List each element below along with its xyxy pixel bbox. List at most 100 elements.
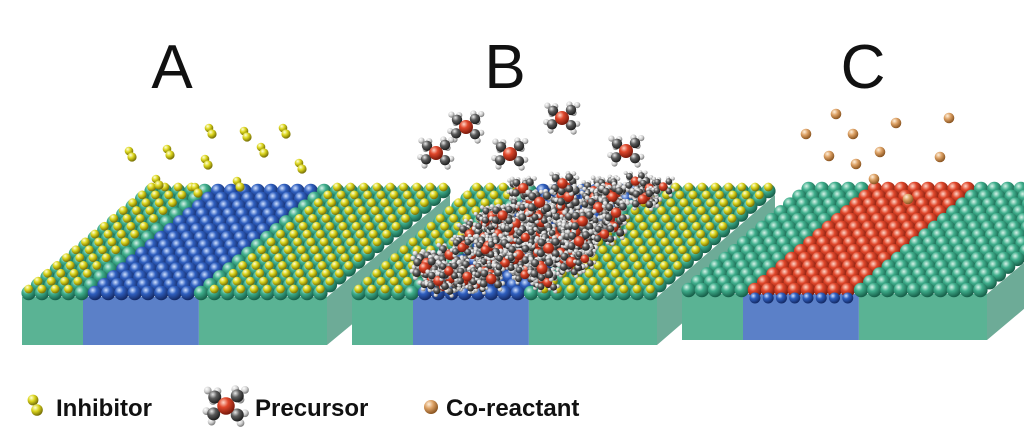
adsorbed-inhibitor (37, 284, 47, 294)
ligand-atom (594, 225, 602, 233)
adsorbed-inhibitor (99, 221, 109, 231)
adsorbed-inhibitor (79, 261, 88, 270)
adsorbed-inhibitor (228, 268, 238, 278)
adsorbed-inhibitor (173, 182, 183, 192)
adsorbed-inhibitor (687, 237, 696, 247)
precursor-molecule (556, 249, 586, 275)
adsorbed-inhibitor (325, 221, 335, 231)
hydrogen-atom (592, 248, 597, 253)
adsorbed-inhibitor (391, 221, 401, 231)
hydrogen-atom (498, 233, 504, 239)
precursor-molecule (493, 252, 518, 274)
adsorbed-inhibitor (33, 276, 43, 286)
ligand-atom (475, 222, 483, 230)
adsorbed-inhibitor (367, 284, 377, 294)
ligand-atom (602, 187, 610, 196)
adsorbed-inhibitor (118, 206, 128, 215)
ligand-atom (476, 241, 483, 249)
inhibitor-atom (242, 132, 252, 142)
adsorbed-inhibitor (718, 221, 728, 231)
adsorbed-inhibitor (289, 229, 299, 239)
adsorbed-inhibitor (444, 206, 454, 215)
adsorbed-inhibitor (397, 206, 407, 215)
ligand-atom (581, 242, 590, 251)
adsorbed-inhibitor (489, 190, 499, 200)
inhibitor-molecule (162, 144, 175, 160)
adsorbed-inhibitor (363, 276, 373, 286)
ligand-atom (464, 248, 472, 256)
growth-area-atom (789, 292, 801, 304)
ligand-atom (486, 262, 494, 270)
co-reactant-icon (424, 400, 438, 414)
adsorbed-inhibitor (98, 245, 107, 255)
inhibitor-molecule (239, 126, 252, 142)
adsorbed-inhibitor (390, 253, 400, 263)
growth-area-atom (775, 292, 787, 304)
adsorbed-inhibitor (209, 284, 219, 294)
growth-area-atom (749, 292, 761, 304)
adsorbed-inhibitor (279, 237, 289, 247)
adsorbed-inhibitor (763, 182, 773, 192)
adsorbed-inhibitor (406, 198, 416, 208)
metal-center-atom (459, 120, 473, 134)
ligand-atom (587, 197, 596, 206)
front-face-left (682, 294, 743, 340)
adsorbed-inhibitor (350, 245, 359, 255)
adsorbed-inhibitor (440, 221, 449, 231)
hydrogen-atom (503, 249, 508, 254)
adsorbed-inhibitor (655, 253, 665, 263)
hydrogen-atom (448, 111, 455, 118)
hydrogen-atom (538, 189, 544, 194)
adsorbed-inhibitor (480, 198, 490, 208)
metal-center-atom (630, 176, 641, 186)
hydrogen-atom (546, 227, 551, 232)
hydrogen-atom (565, 229, 571, 235)
adsorbed-inhibitor (754, 190, 764, 200)
ligand-atom (565, 120, 577, 131)
ligand-atom (581, 231, 590, 240)
substrate-atom (959, 282, 975, 298)
adsorbed-inhibitor (325, 276, 335, 286)
adsorbed-inhibitor (327, 253, 337, 263)
hydrogen-atom (652, 176, 656, 181)
adsorbed-inhibitor (454, 198, 463, 208)
hydrogen-atom (602, 201, 608, 206)
co-reactant-atom (943, 112, 955, 124)
adsorbed-inhibitor (398, 268, 408, 278)
adsorbed-inhibitor (715, 190, 724, 200)
front-face-right (528, 297, 657, 345)
adsorbed-inhibitor (376, 190, 386, 200)
hydrogen-atom (579, 190, 584, 195)
co-reactant-molecules (800, 108, 955, 205)
adsorbed-inhibitor (575, 276, 585, 286)
deposited-atom (800, 282, 816, 298)
hydrogen-atom (578, 184, 583, 190)
adsorbed-inhibitor (147, 182, 157, 192)
inhibitor-atom (127, 152, 137, 162)
hydrogen-atom (410, 255, 416, 261)
adsorbed-inhibitor (679, 198, 689, 208)
ligand-atom (467, 285, 474, 292)
adsorbed-inhibitor (598, 245, 608, 255)
adsorbed-inhibitor (164, 190, 174, 200)
ligand-atom (581, 201, 589, 208)
adsorbed-inhibitor (302, 229, 312, 239)
adsorbed-inhibitor (223, 284, 232, 294)
substrate-atom (973, 282, 988, 298)
side-face (987, 262, 1024, 340)
ligand-atom (565, 173, 574, 182)
adsorbed-inhibitor (670, 206, 680, 215)
adsorbed-inhibitor (664, 245, 674, 255)
ligand-atom (607, 235, 615, 243)
adsorbed-inhibitor (389, 190, 399, 200)
precursor-molecule (568, 208, 597, 235)
adsorbed-inhibitor (723, 206, 733, 215)
adsorbed-inhibitor (255, 268, 265, 278)
metal-center-atom (599, 229, 610, 240)
ligand-atom (530, 269, 539, 278)
inhibitor-atom (235, 182, 245, 192)
hydrogen-atom (507, 237, 512, 242)
adsorbed-inhibitor (408, 237, 418, 247)
metal-center-atom (577, 215, 588, 227)
inhibitor-molecule (256, 142, 269, 158)
